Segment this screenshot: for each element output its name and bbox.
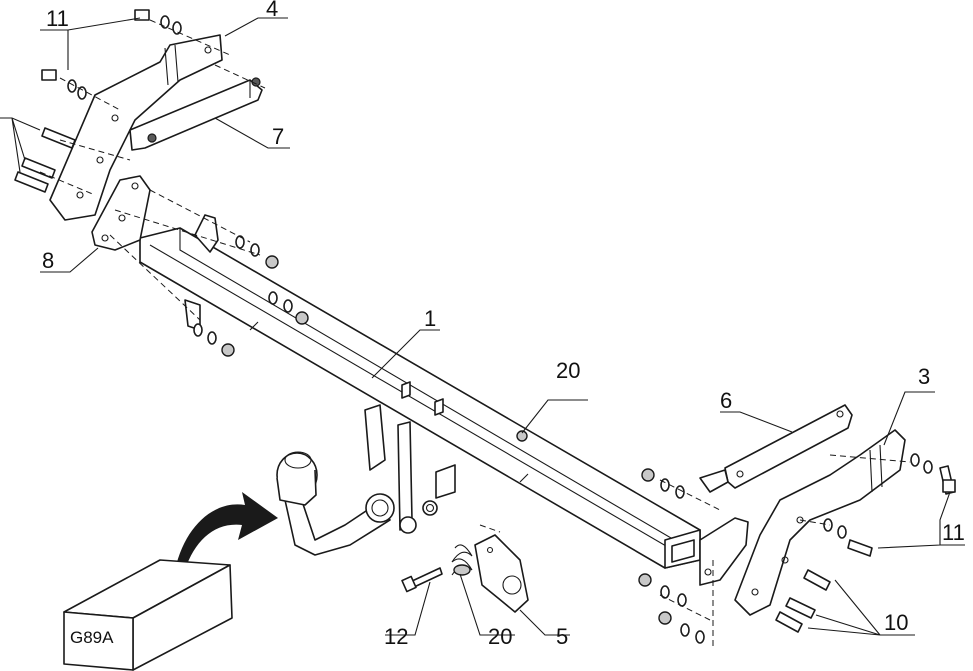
callout-1: 1	[424, 306, 436, 331]
nut-20	[516, 430, 528, 442]
right-strap	[699, 404, 853, 493]
callout-10: 10	[884, 610, 908, 635]
main-cross-beam	[139, 214, 701, 569]
curved-arrow	[175, 492, 278, 570]
spring	[451, 544, 473, 576]
assembly-lines	[39, 19, 911, 650]
callout-11-left: 11	[46, 6, 69, 31]
callout-7: 7	[272, 124, 284, 149]
callout-20-top: 20	[556, 358, 580, 383]
right-beam-end-bracket	[699, 517, 749, 586]
callout-11-right: 11	[942, 520, 965, 545]
callout-8: 8	[42, 248, 54, 273]
ball-type-box: G89A	[63, 559, 233, 671]
left-fasteners	[14, 9, 182, 193]
left-side-plate	[49, 34, 223, 221]
left-strap	[129, 77, 263, 151]
callout-4: 4	[266, 0, 278, 21]
socket-bracket	[474, 534, 529, 613]
tow-ball-assembly	[276, 404, 456, 556]
callout-3: 3	[918, 364, 930, 389]
callout-5: 5	[556, 624, 568, 649]
callout-6: 6	[720, 388, 732, 413]
right-side-plate	[734, 429, 906, 616]
left-reinforcement-plate	[91, 175, 151, 251]
left-beam-nuts	[193, 235, 309, 357]
leader-lines	[0, 17, 965, 636]
callouts: 11 4 7 8 1 20 6 3 11 10 12 20 5	[42, 0, 965, 649]
right-fasteners	[775, 453, 956, 633]
bolt-12	[401, 567, 443, 593]
callout-12: 12	[384, 624, 408, 649]
ball-type-label: G89A	[70, 628, 114, 647]
callout-20-bottom: 20	[488, 624, 512, 649]
